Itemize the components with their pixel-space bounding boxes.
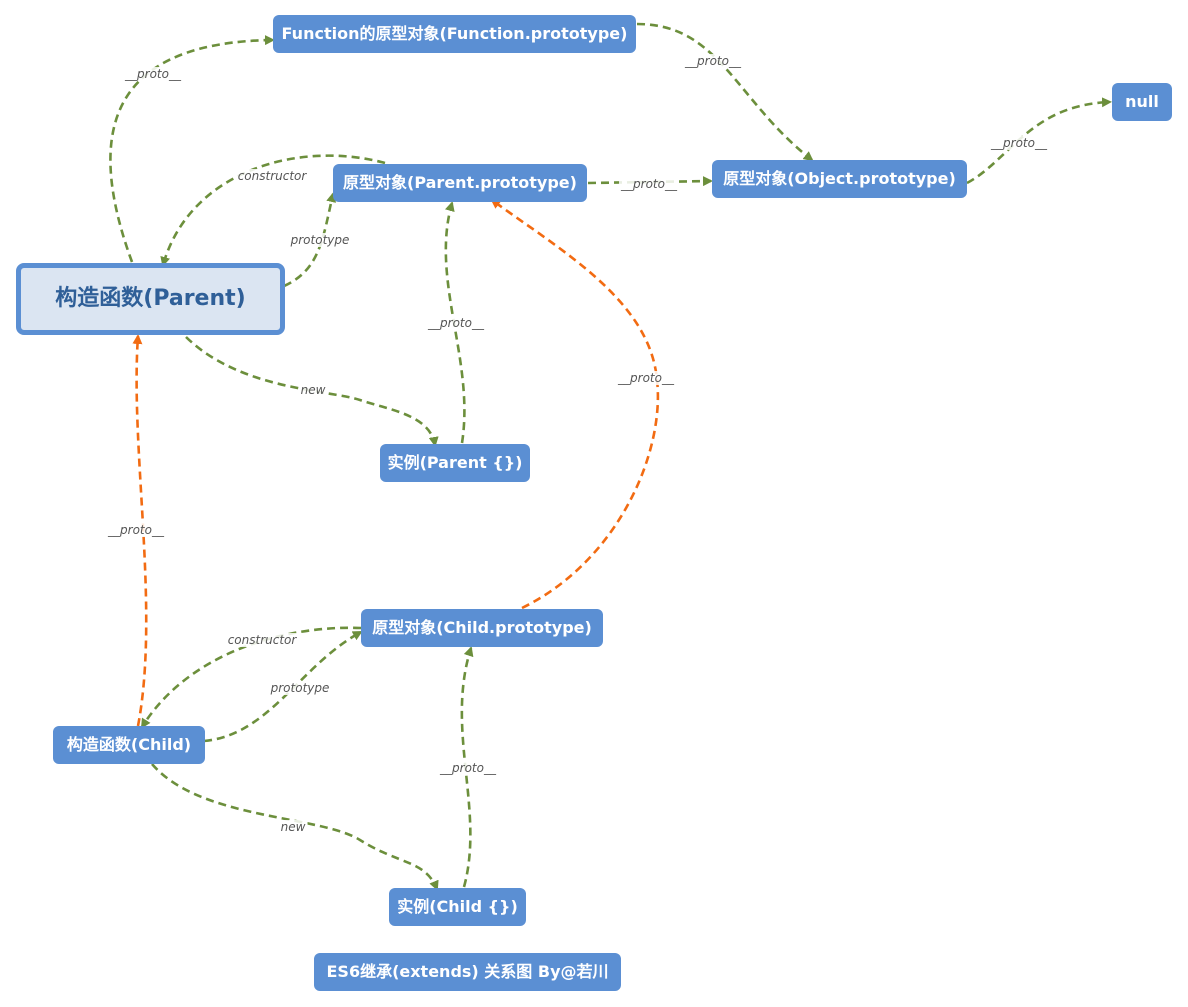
edge-label-child-proto-constructor: constructor: [225, 633, 299, 647]
edge-label-parent-new: new: [298, 383, 328, 397]
edge-label-child-to-parent: __proto__: [106, 523, 166, 537]
edge-child-prototype: [203, 630, 363, 743]
edge-label-parent-proto-constructor: constructor: [235, 169, 309, 183]
diagram-title: ES6继承(extends) 关系图 By@若川: [314, 953, 621, 991]
null-node[interactable]: null: [1112, 83, 1172, 121]
edge-label-child-proto-to-parent-proto: __proto__: [616, 371, 676, 385]
edge-label-parent-prototype: prototype: [288, 233, 352, 247]
edge-parent-to-function-prototype: [109, 35, 275, 263]
parent-instance-node[interactable]: 实例(Parent {}): [380, 444, 530, 482]
edge-child-prototype-to-parent-prototype: [490, 198, 660, 610]
edge-object-prototype-to-null: [966, 97, 1112, 185]
edge-label-child-new: new: [278, 820, 308, 834]
edge-parent-prototype: [283, 192, 337, 288]
edge-child-new: [151, 763, 439, 891]
edge-label-child-prototype: prototype: [268, 681, 332, 695]
object-prototype-node[interactable]: 原型对象(Object.prototype): [712, 160, 967, 198]
edge-child-prototype-constructor: [140, 626, 362, 729]
edge-label-parent-to-function-proto: __proto__: [123, 67, 183, 81]
edge-label-child-instance-proto: __proto__: [438, 761, 498, 775]
child-constructor-node[interactable]: 构造函数(Child): [53, 726, 205, 764]
parent-constructor-node[interactable]: 构造函数(Parent): [16, 263, 285, 335]
edge-function-prototype-to-object-prototype: [636, 22, 814, 162]
child-prototype-node[interactable]: 原型对象(Child.prototype): [361, 609, 603, 647]
child-instance-node[interactable]: 实例(Child {}): [389, 888, 526, 926]
edge-label-function-proto-to-object-proto: __proto__: [683, 54, 743, 68]
parent-prototype-node[interactable]: 原型对象(Parent.prototype): [333, 164, 587, 202]
edge-label-parent-proto-to-object-proto: __proto__: [619, 177, 679, 191]
edge-label-parent-instance-proto: __proto__: [426, 316, 486, 330]
edge-parent-prototype-to-object-prototype: [587, 176, 713, 187]
function-prototype-node[interactable]: Function的原型对象(Function.prototype): [273, 15, 636, 53]
edge-parent-new: [185, 336, 439, 447]
edge-label-object-proto-to-null: __proto__: [989, 136, 1049, 150]
